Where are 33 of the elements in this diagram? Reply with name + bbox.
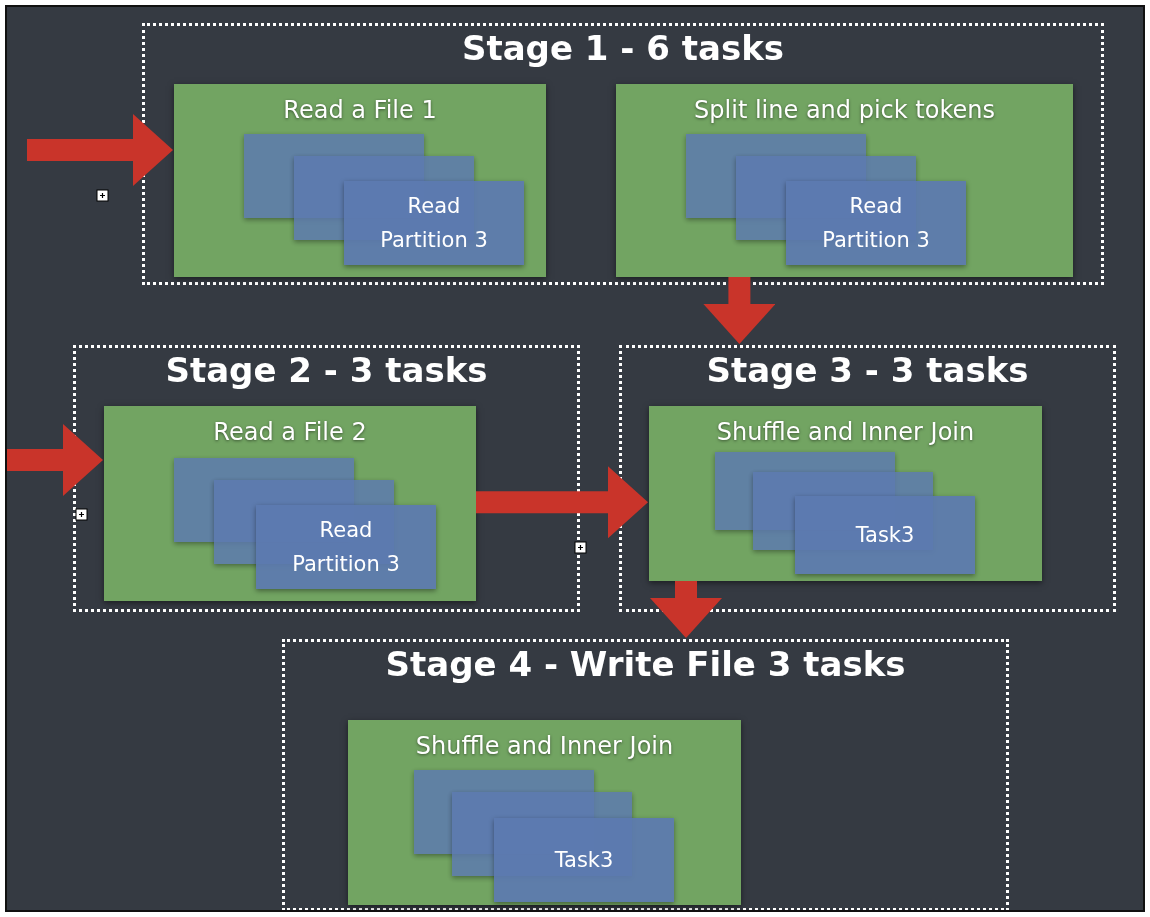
panel-title: Split line and pick tokens [693, 96, 996, 124]
task-panel [649, 406, 1042, 581]
partition-card [786, 181, 966, 265]
stage-frame [73, 345, 580, 612]
stage-frame [619, 345, 1116, 612]
panel-title: Shuffle and Inner Join [414, 732, 675, 760]
stage-title: Stage 2 - 3 tasks [164, 350, 489, 390]
stage-title: Stage 4 - Write File 3 tasks [384, 644, 907, 684]
block-arrow [7, 424, 103, 496]
task-panel [616, 84, 1073, 277]
stage-title: Stage 3 - 3 tasks [705, 350, 1030, 390]
partition-card [494, 818, 674, 902]
panel-title: Shuffle and Inner Join [715, 418, 976, 446]
card-label: Read Partition 3 [291, 517, 401, 578]
card-label: Read Partition 3 [379, 193, 489, 254]
block-arrow [27, 114, 173, 186]
task-panel [348, 720, 741, 905]
task-panel [104, 406, 476, 601]
block-arrow [476, 466, 648, 539]
panel-title: Read a File 1 [282, 96, 438, 124]
stage-frame [282, 639, 1009, 910]
block-arrow [703, 277, 776, 344]
partition-card [256, 505, 436, 589]
card-label: Task3 [553, 847, 615, 874]
partition-card [344, 181, 524, 265]
block-arrow [650, 581, 722, 638]
card-label: Task3 [854, 522, 916, 549]
stage-title: Stage 1 - 6 tasks [460, 28, 786, 68]
stage-frame [142, 23, 1104, 285]
panel-title: Read a File 2 [212, 418, 368, 446]
card-label: Read Partition 3 [821, 193, 931, 254]
partition-card [795, 496, 975, 574]
task-panel [174, 84, 546, 277]
